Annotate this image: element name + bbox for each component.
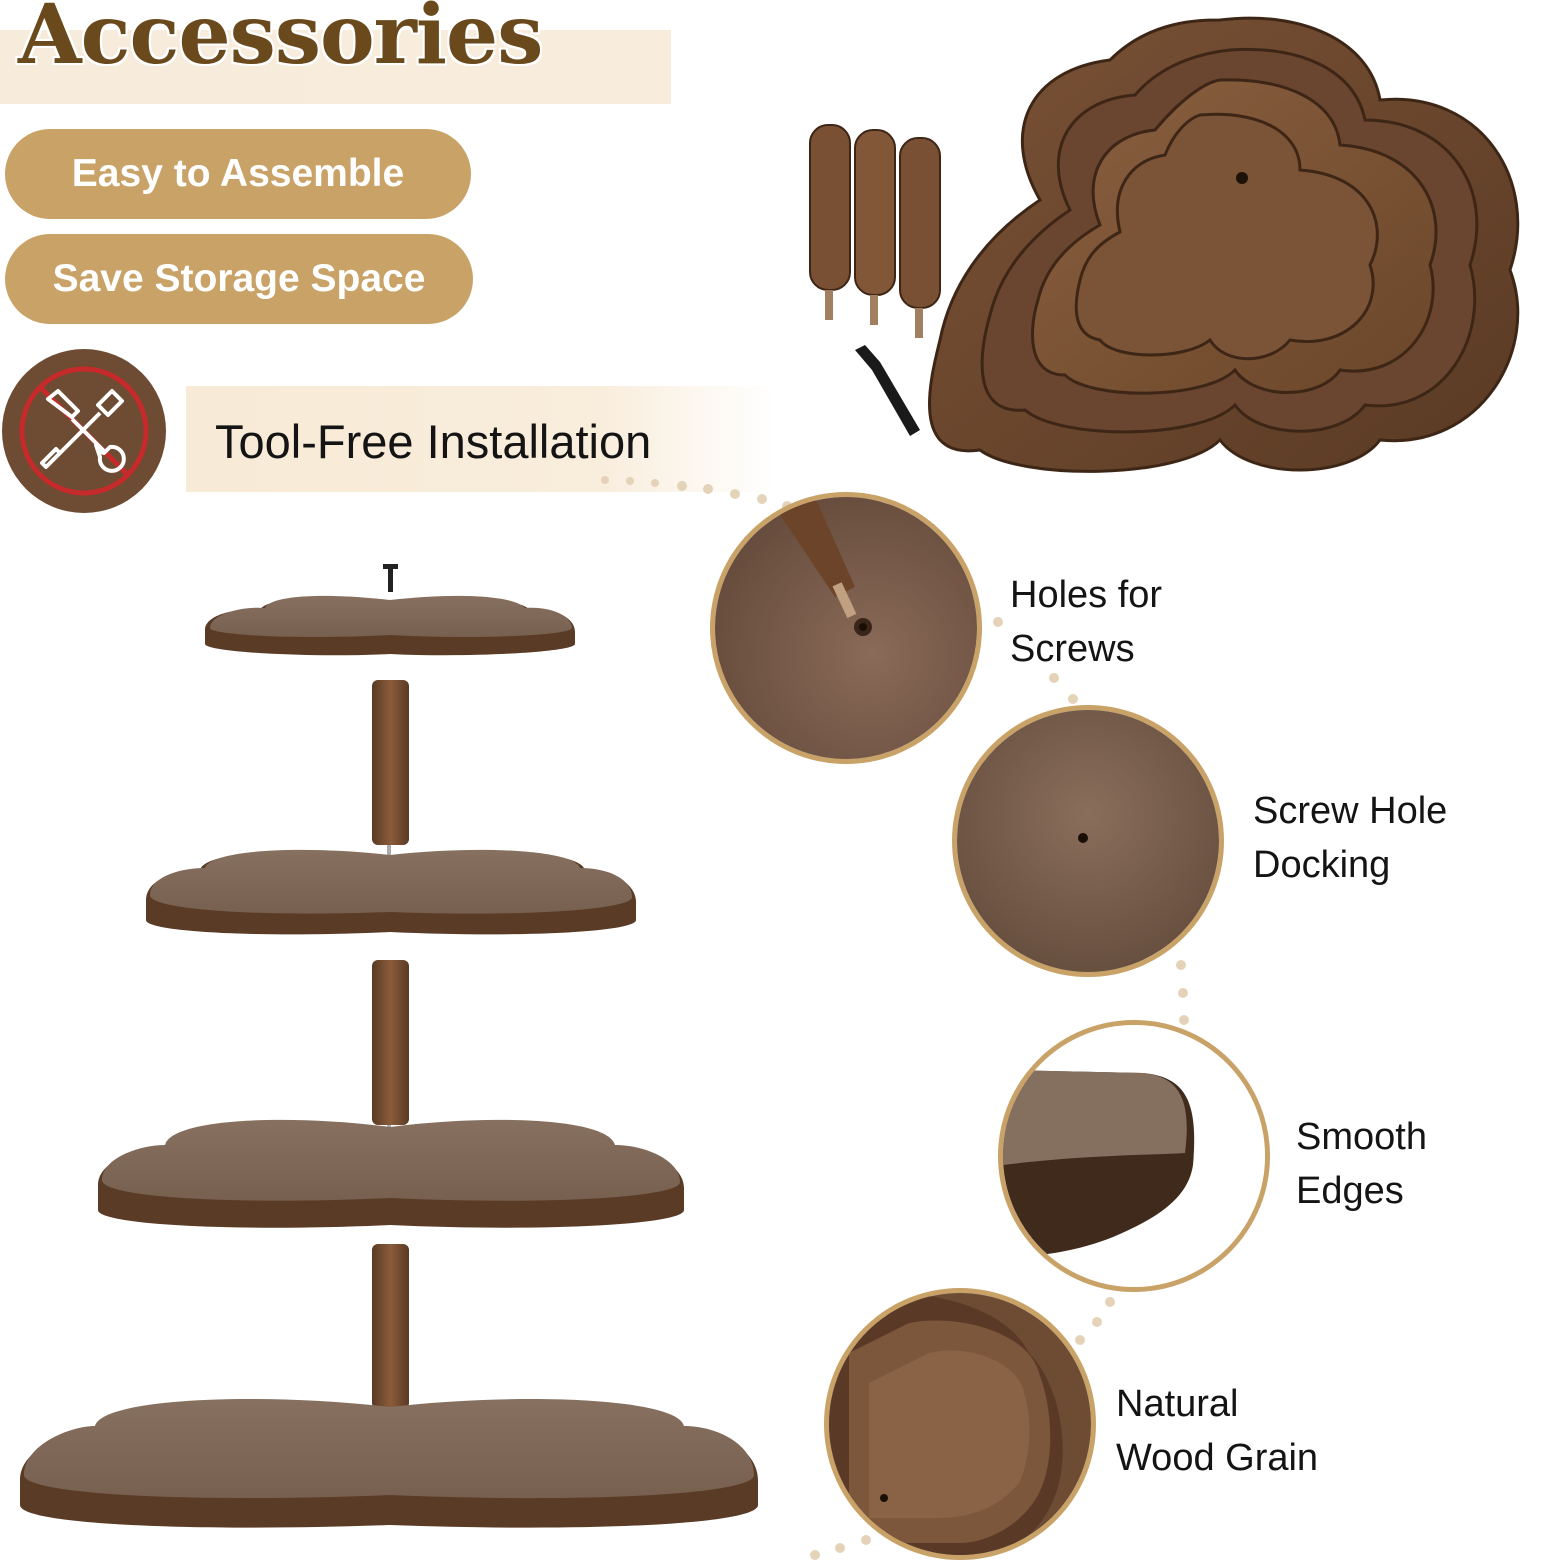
screw-hole-docking-closeup [952, 705, 1224, 977]
callout-label-grain: Natural Wood Grain [1116, 1383, 1319, 1479]
feature-pill-save-space: Save Storage Space [5, 234, 473, 324]
smooth-edges-closeup [998, 1020, 1270, 1292]
tool-free-label: Tool-Free Installation [215, 415, 652, 468]
packed-product-image [809, 16, 1520, 473]
callout-label-docking: Screw Hole Docking [1253, 790, 1448, 886]
feature-pill-easy-assemble: Easy to Assemble [5, 129, 471, 219]
natural-wood-grain-closeup [824, 1288, 1096, 1560]
holes-for-screws-closeup [710, 492, 982, 764]
no-tools-icon [0, 347, 168, 515]
tool-free-band [186, 386, 776, 492]
callout-label-holes: Holes for Screws [1010, 574, 1163, 670]
exploded-stand-image [20, 564, 758, 1528]
title-band [0, 30, 671, 104]
page-title: Accessories [18, 0, 543, 83]
callout-label-edges: Smooth Edges [1296, 1116, 1427, 1212]
